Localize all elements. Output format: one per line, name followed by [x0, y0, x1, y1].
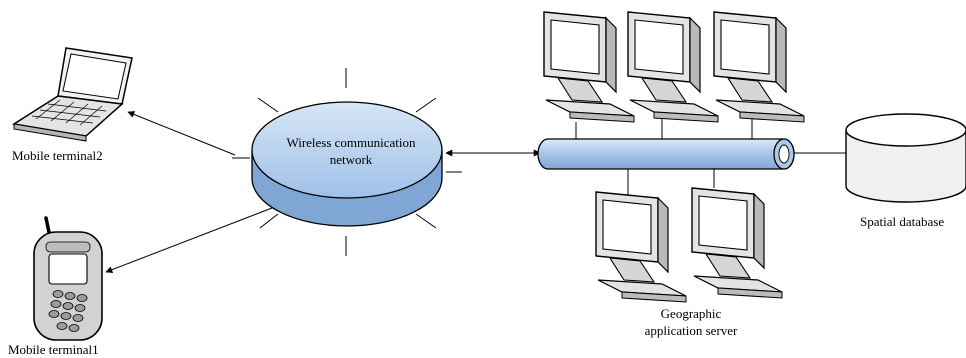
mobile-terminal-2-label: Mobile terminal2	[12, 148, 103, 163]
connection-lines	[105, 104, 905, 273]
monitor-icon	[713, 11, 805, 123]
server-label-line1: Geographic	[661, 306, 722, 321]
radio-spikes	[232, 68, 462, 256]
link-network-to-phone	[105, 207, 273, 273]
monitor-icon	[595, 191, 687, 303]
network-disc-top	[251, 101, 443, 199]
spatial-database-label: Spatial database	[860, 214, 944, 229]
laptop-icon	[11, 47, 133, 142]
database-icon	[845, 113, 966, 203]
phone-icon	[33, 216, 103, 341]
monitor-icon	[543, 11, 635, 123]
network-label-line1: Wireless communication	[286, 135, 416, 150]
server-label-line2: application server	[645, 323, 738, 338]
link-network-to-laptop	[127, 111, 236, 156]
mobile-terminal-1-label: Mobile terminal1	[8, 342, 99, 357]
monitor-icon	[627, 11, 719, 123]
server-bus-cylinder	[537, 138, 795, 170]
network-label-line2: network	[330, 152, 373, 167]
monitor-icon	[691, 187, 783, 299]
wireless-network-node: Wireless communication network	[232, 68, 462, 256]
